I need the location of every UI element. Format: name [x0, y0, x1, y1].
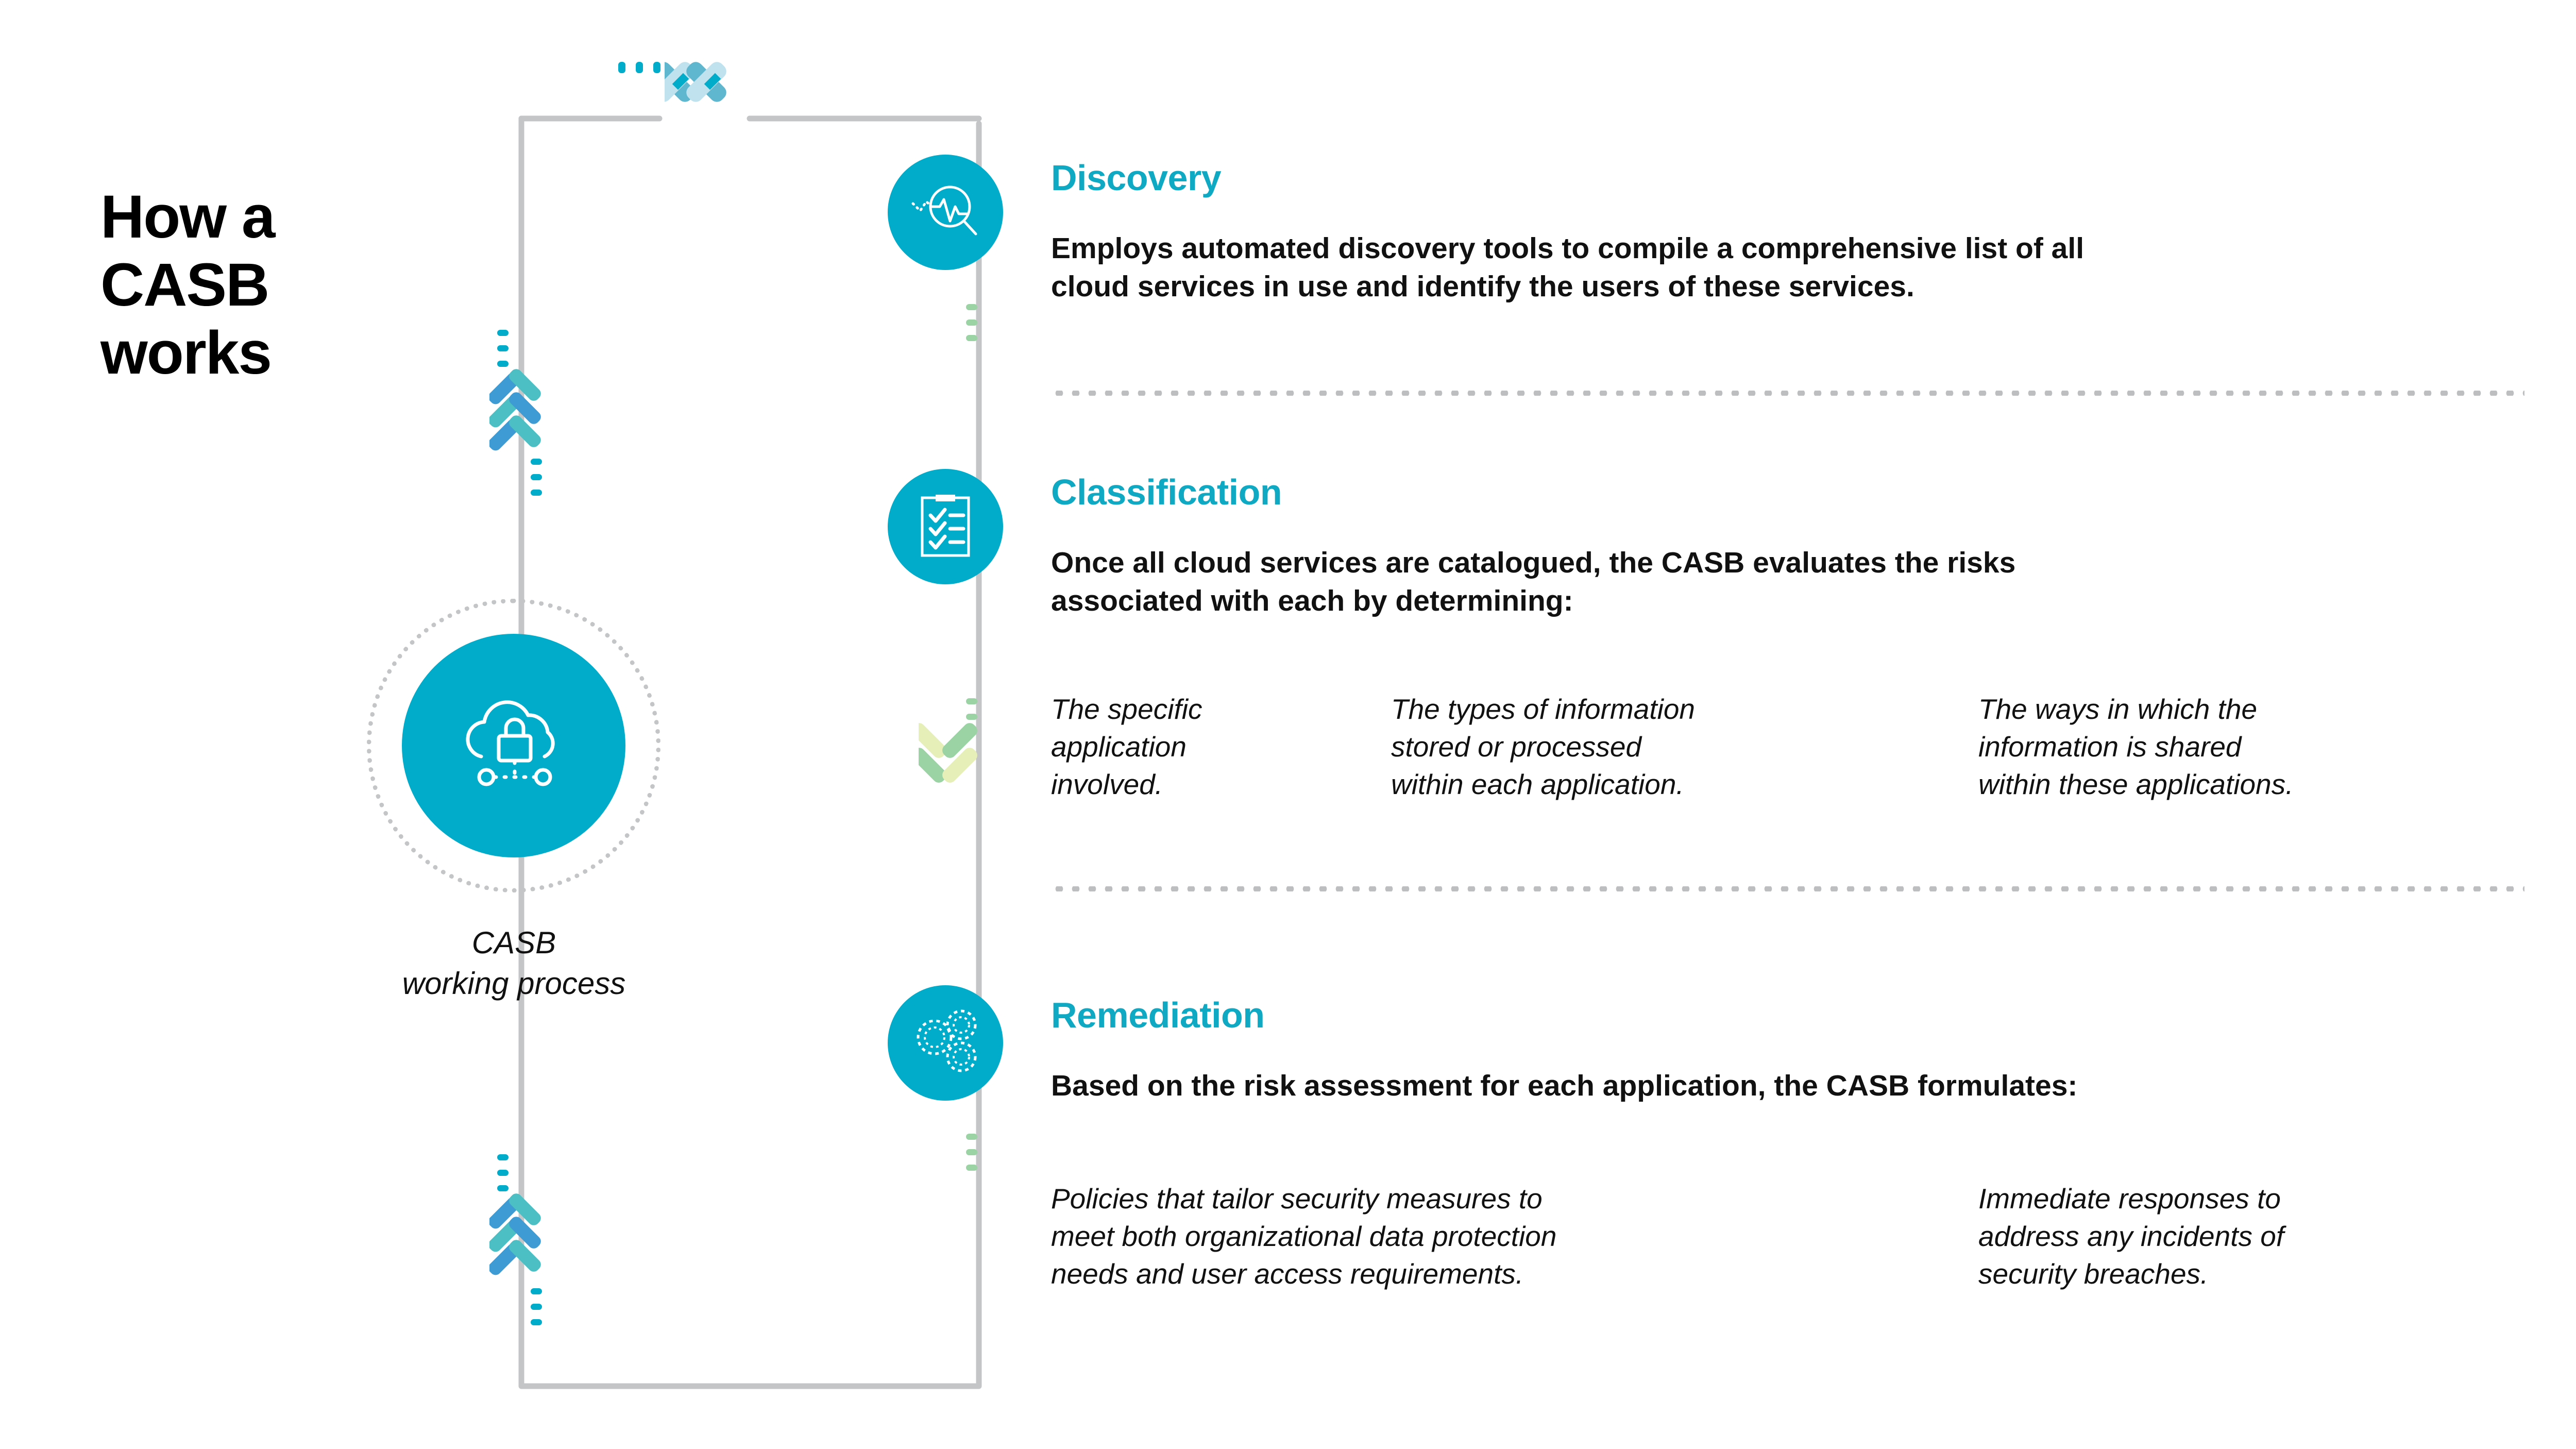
step-body-discovery: Employs automated discovery tools to com…	[1051, 232, 2084, 304]
dot-col-upper-a	[497, 330, 509, 367]
step-icon-discovery[interactable]	[888, 155, 1003, 270]
step-heading-remediation: Remediation	[1051, 995, 1265, 1035]
remediation-column-1: Policies that tailor security measures t…	[1051, 1183, 1557, 1290]
step-heading-discovery: Discovery	[1051, 158, 1222, 198]
gears-icon	[912, 1009, 979, 1077]
clipboard-checklist-icon	[915, 493, 976, 561]
dot-col-green-upper	[966, 304, 977, 341]
classification-column-1: The specific application involved.	[1051, 693, 1202, 801]
cloud-lock-icon	[454, 696, 573, 796]
step-body-classification: Once all cloud services are catalogued, …	[1051, 546, 2016, 618]
step-heading-classification: Classification	[1051, 472, 1282, 512]
dot-col-lower-a	[497, 1154, 509, 1191]
dot-col-lower-b	[531, 1288, 542, 1325]
classification-column-2: The types of information stored or proce…	[1391, 693, 1696, 801]
rail-segment-1	[977, 281, 981, 461]
hub-dotted-ring	[367, 599, 660, 892]
triple-chevron-up-icon-upper	[488, 361, 546, 453]
remediation-column-2: Immediate responses to address any incid…	[1978, 1183, 2284, 1290]
separator-1	[1051, 391, 2524, 396]
step-icon-remediation[interactable]	[888, 985, 1003, 1101]
rail-segment-4	[977, 1113, 981, 1283]
double-chevron-right-icon	[654, 49, 762, 116]
dot-row-top	[618, 62, 660, 73]
dot-col-upper-b	[531, 459, 542, 496]
classification-column-3: The ways in which the information is sha…	[1978, 693, 2294, 801]
dot-col-green-lower	[966, 1134, 977, 1171]
rail-segment-2	[977, 598, 981, 685]
rail-segment-3	[977, 814, 981, 969]
separator-2	[1051, 886, 2524, 891]
casb-hub-circle[interactable]	[402, 634, 625, 857]
page-title: How a CASB works	[100, 183, 276, 387]
magnifier-pulse-icon	[910, 181, 981, 244]
dot-col-green-mid	[966, 698, 977, 720]
triple-chevron-up-icon-lower	[488, 1185, 546, 1278]
double-chevron-down-icon	[911, 716, 986, 783]
step-icon-classification[interactable]	[888, 469, 1003, 584]
step-body-remediation: Based on the risk assessment for each ap…	[1051, 1069, 2078, 1102]
hub-caption: CASB working process	[402, 925, 626, 1001]
